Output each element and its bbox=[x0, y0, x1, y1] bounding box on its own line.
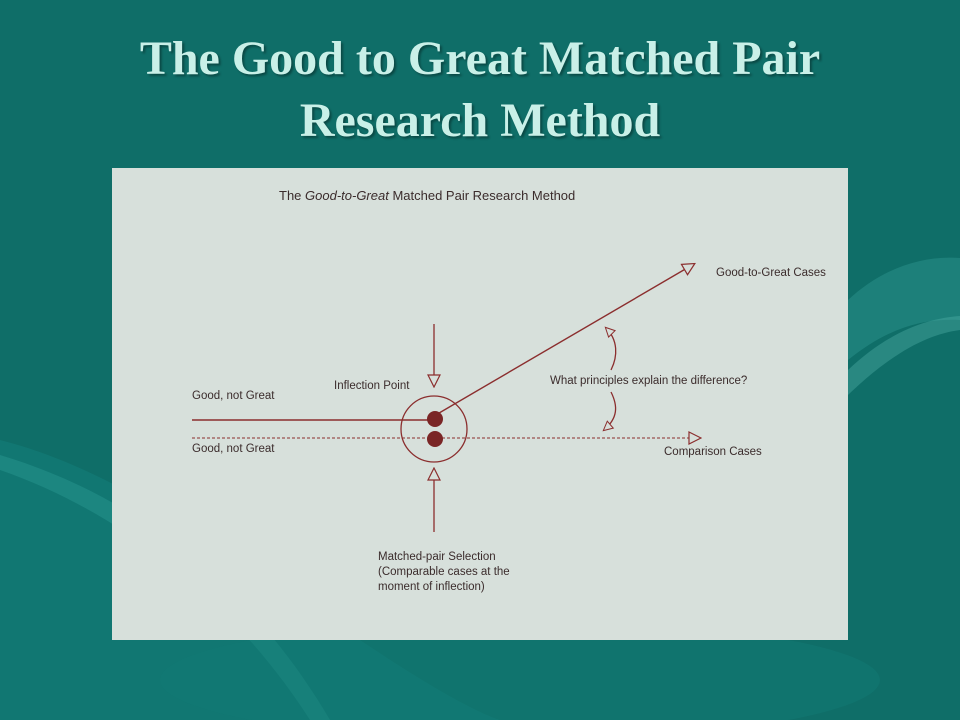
research-method-diagram bbox=[192, 168, 848, 532]
slide-title-line-1: The Good to Great Matched Pair bbox=[139, 32, 821, 85]
background-swoosh bbox=[848, 257, 960, 360]
slide-title: The Good to Great Matched Pair Research … bbox=[0, 28, 960, 152]
matched-pair-line-3: moment of inflection) bbox=[378, 581, 485, 593]
good-to-great-cases-label: Good-to-Great Cases bbox=[716, 267, 826, 279]
good-to-great-dot bbox=[427, 411, 443, 427]
difference-arc-upper bbox=[606, 328, 617, 371]
figure-title-suffix: Matched Pair Research Method bbox=[388, 188, 576, 203]
background-glow bbox=[160, 620, 880, 720]
figure-panel: The Good-to-Great Matched Pair Research … bbox=[112, 168, 848, 640]
figure-title-italic: Good-to-Great bbox=[305, 188, 389, 203]
matched-pair-selection-label: Matched-pair Selection (Comparable cases… bbox=[378, 550, 510, 595]
comparison-dot bbox=[427, 431, 443, 447]
good-to-great-line bbox=[433, 264, 694, 417]
background-swoosh bbox=[848, 316, 960, 395]
figure-title-prefix: The bbox=[279, 188, 306, 203]
difference-question-label: What principles explain the difference? bbox=[550, 375, 748, 387]
slide-title-line-2: Research Method bbox=[299, 94, 661, 147]
inflection-point-label: Inflection Point bbox=[334, 380, 410, 392]
good-not-great-bottom-label: Good, not Great bbox=[192, 443, 275, 455]
good-not-great-top-label: Good, not Great bbox=[192, 390, 275, 402]
comparison-cases-label: Comparison Cases bbox=[664, 446, 762, 458]
figure-title: The Good-to-Great Matched Pair Research … bbox=[279, 188, 575, 203]
matched-pair-line-2: (Comparable cases at the bbox=[378, 566, 510, 578]
difference-arc-lower bbox=[604, 391, 617, 430]
inflection-circle bbox=[400, 395, 468, 463]
matched-pair-line-1: Matched-pair Selection bbox=[378, 551, 496, 563]
